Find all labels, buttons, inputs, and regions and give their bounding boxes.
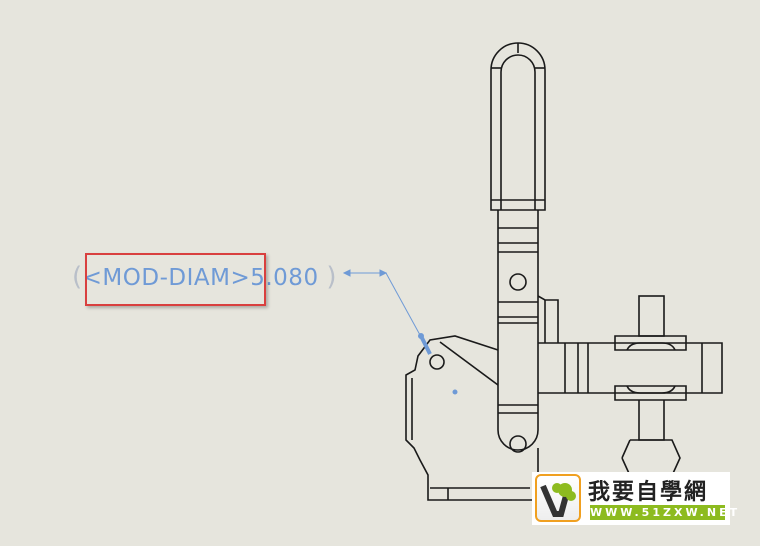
handle-grip bbox=[490, 42, 546, 211]
logo-badge-icon bbox=[535, 474, 581, 522]
spindle-top bbox=[638, 295, 665, 337]
bottom-hole bbox=[509, 435, 527, 453]
watermark-logo: 我要自學網 WWW.51ZXW.NET bbox=[532, 472, 741, 525]
highlight-box bbox=[85, 253, 266, 306]
mod-diam-prefix: <MOD-DIAM> bbox=[82, 265, 251, 291]
pivot-hole bbox=[509, 273, 527, 291]
close-paren: ) bbox=[326, 262, 338, 292]
toggle-clamp-drawing[interactable] bbox=[405, 42, 723, 501]
open-paren: ( bbox=[72, 262, 83, 292]
base-hole bbox=[429, 354, 445, 370]
handle-shaft bbox=[497, 210, 539, 451]
diameter-value: 5.080 bbox=[250, 265, 319, 291]
logo-url: WWW.51ZXW.NET bbox=[590, 505, 741, 520]
spindle-bottom bbox=[638, 400, 665, 441]
annotation-leader[interactable] bbox=[342, 269, 458, 395]
clamp-arm bbox=[538, 342, 723, 394]
dimension-note[interactable]: (<MOD-DIAM>5.080 ) bbox=[72, 262, 337, 292]
clamp-base bbox=[405, 335, 539, 501]
logo-title: 我要自學網 bbox=[588, 480, 709, 505]
